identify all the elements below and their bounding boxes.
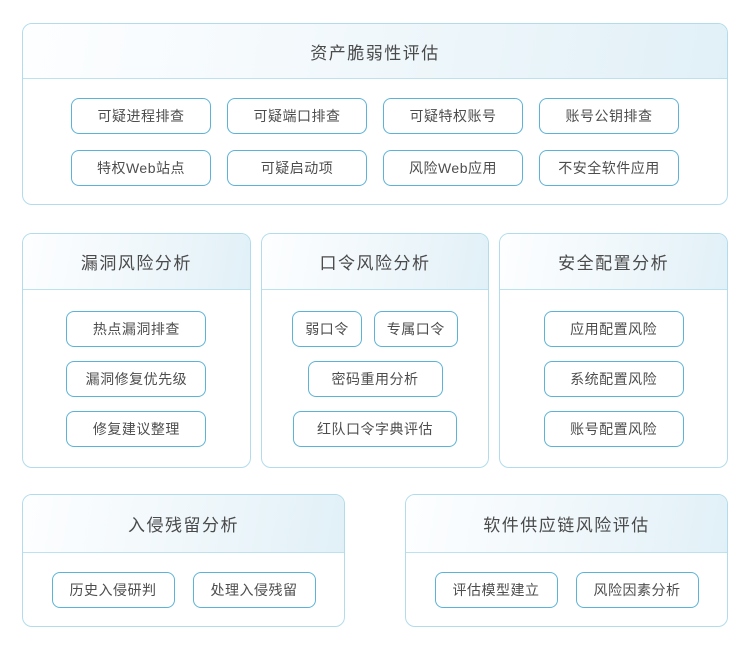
card-vuln-risk-analysis: 漏洞风险分析 热点漏洞排查 漏洞修复优先级 修复建议整理 [22, 233, 251, 468]
card-asset-vulnerability-body: 可疑进程排查 可疑端口排查 可疑特权账号 账号公钥排查 特权Web站点 可疑启动… [23, 79, 727, 204]
suspicious-privileged-account-button[interactable]: 可疑特权账号 [383, 98, 523, 134]
bottom-row: 入侵残留分析 历史入侵研判 处理入侵残留 软件供应链风险评估 评估模型建立 风险… [22, 494, 728, 627]
card-vuln-risk-header: 漏洞风险分析 [23, 234, 250, 290]
card-password-risk-analysis: 口令风险分析 弱口令 专属口令 密码重用分析 红队口令字典评估 [260, 233, 490, 468]
evaluation-model-building-button[interactable]: 评估模型建立 [434, 572, 558, 608]
suspicious-port-check-button[interactable]: 可疑端口排查 [227, 98, 367, 134]
supply-chain-title: 软件供应链风险评估 [483, 516, 650, 535]
weak-password-button[interactable]: 弱口令 [292, 311, 362, 347]
card-supply-chain-risk-assessment: 软件供应链风险评估 评估模型建立 风险因素分析 [405, 494, 728, 627]
card-asset-vulnerability-header: 资产脆弱性评估 [23, 24, 727, 79]
pill-row: 可疑进程排查 可疑端口排查 可疑特权账号 账号公钥排查 [23, 98, 727, 134]
password-reuse-analysis-button[interactable]: 密码重用分析 [307, 361, 443, 397]
security-config-title: 安全配置分析 [558, 254, 670, 273]
card-security-config-body: 应用配置风险 系统配置风险 账号配置风险 [500, 290, 727, 467]
card-security-config-header: 安全配置分析 [500, 234, 728, 290]
redteam-password-dict-eval-button[interactable]: 红队口令字典评估 [293, 411, 457, 447]
asset-vulnerability-title: 资产脆弱性评估 [310, 43, 440, 63]
account-config-risk-button[interactable]: 账号配置风险 [543, 411, 684, 447]
risk-factor-analysis-button[interactable]: 风险因素分析 [575, 572, 699, 608]
hotspot-vuln-check-button[interactable]: 热点漏洞排查 [66, 311, 207, 347]
risky-web-app-button[interactable]: 风险Web应用 [383, 150, 523, 186]
card-asset-vulnerability: 资产脆弱性评估 可疑进程排查 可疑端口排查 可疑特权账号 账号公钥排查 特权We… [22, 23, 728, 205]
intrusion-residue-title: 入侵残留分析 [128, 516, 239, 535]
pill-row: 弱口令 专属口令 [292, 311, 458, 347]
pill-row: 特权Web站点 可疑启动项 风险Web应用 不安全软件应用 [23, 150, 727, 186]
card-password-risk-header: 口令风险分析 [261, 234, 489, 290]
fix-suggestion-collation-button[interactable]: 修复建议整理 [66, 411, 207, 447]
card-security-config-analysis: 安全配置分析 应用配置风险 系统配置风险 账号配置风险 [499, 233, 729, 468]
system-config-risk-button[interactable]: 系统配置风险 [543, 361, 684, 397]
suspicious-process-check-button[interactable]: 可疑进程排查 [71, 98, 211, 134]
card-vuln-risk-body: 热点漏洞排查 漏洞修复优先级 修复建议整理 [23, 290, 250, 467]
card-intrusion-residue-body: 历史入侵研判 处理入侵残留 [23, 553, 344, 626]
middle-row: 漏洞风险分析 热点漏洞排查 漏洞修复优先级 修复建议整理 口令风险分析 弱口令 … [22, 233, 729, 468]
card-intrusion-residue-analysis: 入侵残留分析 历史入侵研判 处理入侵残留 [22, 494, 345, 627]
account-public-key-check-button[interactable]: 账号公钥排查 [539, 98, 679, 134]
app-config-risk-button[interactable]: 应用配置风险 [543, 311, 684, 347]
insecure-software-app-button[interactable]: 不安全软件应用 [539, 150, 679, 186]
card-supply-chain-header: 软件供应链风险评估 [406, 495, 727, 553]
card-intrusion-residue-header: 入侵残留分析 [23, 495, 344, 553]
handle-intrusion-residue-button[interactable]: 处理入侵残留 [192, 572, 316, 608]
card-password-risk-body: 弱口令 专属口令 密码重用分析 红队口令字典评估 [262, 290, 489, 467]
historical-intrusion-analysis-button[interactable]: 历史入侵研判 [51, 572, 175, 608]
card-supply-chain-body: 评估模型建立 风险因素分析 [406, 553, 727, 626]
vuln-fix-priority-button[interactable]: 漏洞修复优先级 [66, 361, 207, 397]
suspicious-startup-items-button[interactable]: 可疑启动项 [227, 150, 367, 186]
vuln-risk-title: 漏洞风险分析 [80, 254, 192, 273]
dedicated-password-button[interactable]: 专属口令 [373, 311, 458, 347]
privileged-web-site-button[interactable]: 特权Web站点 [71, 150, 211, 186]
password-risk-title: 口令风险分析 [319, 254, 431, 273]
